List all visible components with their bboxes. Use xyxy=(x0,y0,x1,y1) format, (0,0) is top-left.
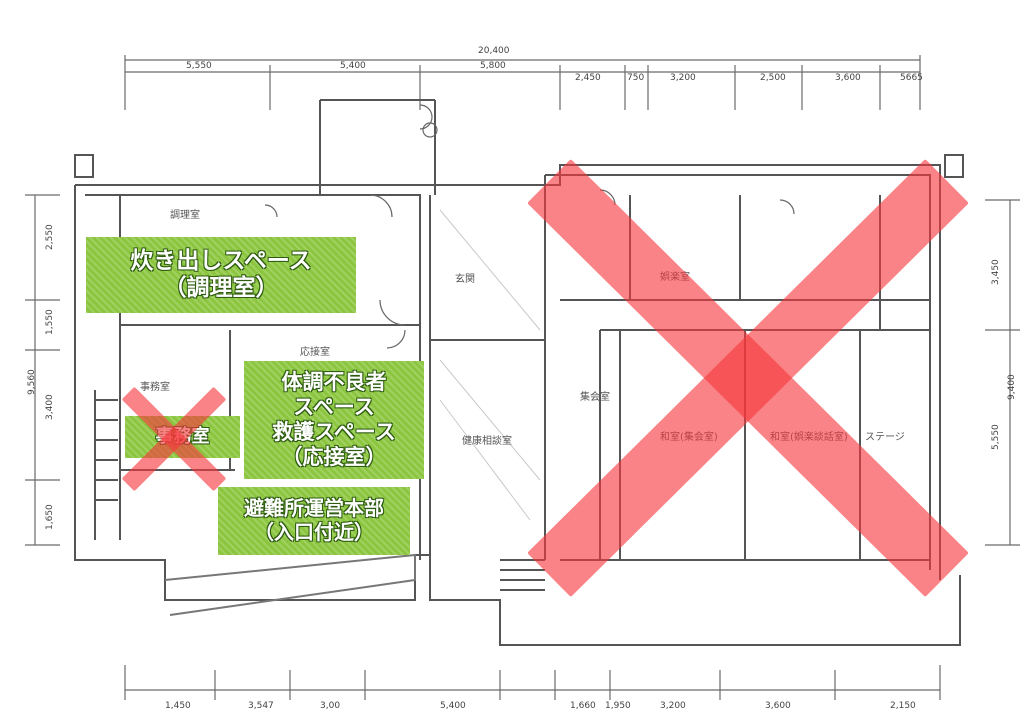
dim-top: 750 xyxy=(627,73,644,83)
dim-left: 1,550 xyxy=(45,309,55,335)
shelter-hq-label: 避難所運営本部 （入口付近） xyxy=(218,487,410,555)
dim-bottom: 5,400 xyxy=(440,701,466,711)
dim-bottom: 1,950 xyxy=(605,701,631,711)
dim-top: 3,600 xyxy=(835,73,861,83)
dim-top: 5,800 xyxy=(480,61,506,71)
dim-top: 2,500 xyxy=(760,73,786,83)
dim-right: 9,400 xyxy=(1007,374,1017,400)
room-name: 健康相談室 xyxy=(462,434,512,447)
dim-top: 5,400 xyxy=(340,61,366,71)
dim-top: 20,400 xyxy=(478,46,510,56)
room-name: 和室(娯楽談話室) xyxy=(770,430,848,443)
room-name: 集会室 xyxy=(580,390,610,403)
dim-left: 1,650 xyxy=(45,504,55,530)
room-name: 応接室 xyxy=(300,345,330,358)
dim-top: 2,450 xyxy=(575,73,601,83)
office-label: 事務室 xyxy=(125,416,240,458)
room-name: 事務室 xyxy=(140,380,170,393)
sick-care-space-label: 体調不良者 スペース 救護スペース （応接室） xyxy=(244,361,424,479)
room-name: ステージ xyxy=(865,432,905,443)
dim-left: 9,560 xyxy=(27,369,37,395)
dim-bottom: 3,600 xyxy=(765,701,791,711)
dim-bottom: 1,660 xyxy=(570,701,596,711)
dim-bottom: 1,450 xyxy=(165,701,191,711)
room-name: 和室(集会室) xyxy=(660,430,718,443)
dim-top: 5665 xyxy=(900,73,923,83)
dim-top: 5,550 xyxy=(186,61,212,71)
cooking-space-label: 炊き出しスペース （調理室） xyxy=(86,237,356,313)
dim-bottom: 2,150 xyxy=(890,701,916,711)
dim-right: 3,450 xyxy=(991,259,1001,285)
dim-bottom: 3,00 xyxy=(320,701,340,711)
room-name: 玄関 xyxy=(455,272,475,285)
dim-bottom: 3,547 xyxy=(248,701,274,711)
dim-left: 2,550 xyxy=(45,224,55,250)
room-name: 調理室 xyxy=(170,208,200,221)
dim-right: 5,550 xyxy=(991,424,1001,450)
room-name: 娯楽室 xyxy=(660,270,690,283)
dim-bottom: 3,200 xyxy=(660,701,686,711)
dim-top: 3,200 xyxy=(670,73,696,83)
dim-left: 3,400 xyxy=(45,394,55,420)
